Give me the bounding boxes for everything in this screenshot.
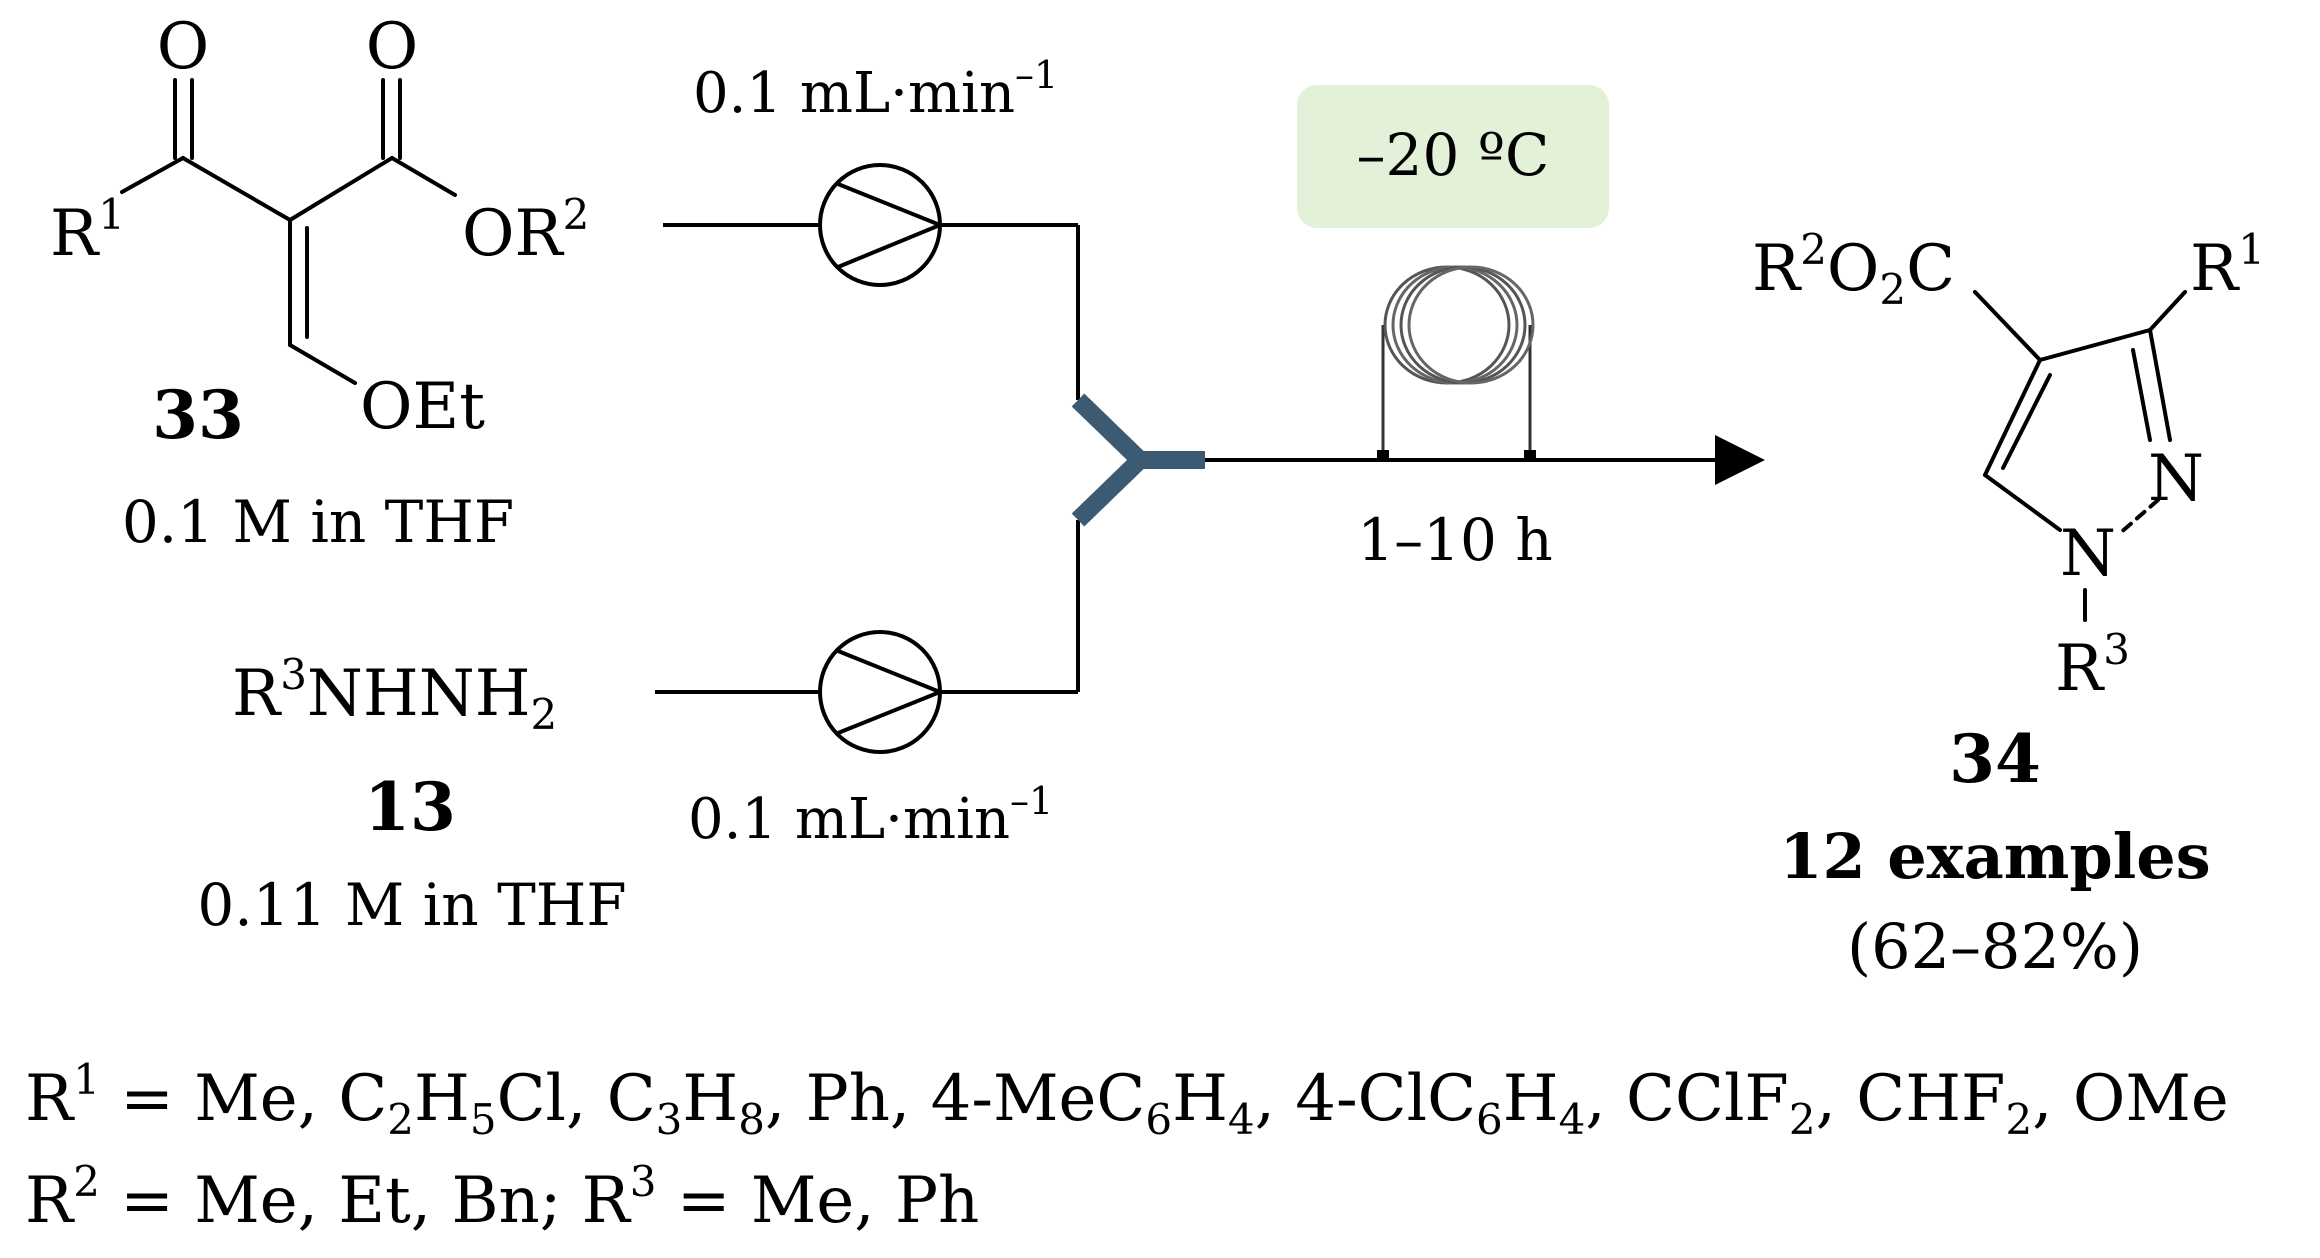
bond-c4-ester bbox=[1973, 290, 2042, 362]
flow-setup: –20 ºC 1–10 h 0.1 mL·min–1 0.1 mL·min–1 bbox=[655, 53, 1765, 852]
compound-label-33: 33 bbox=[152, 376, 244, 454]
atom-n2: N bbox=[2148, 442, 2204, 516]
reaction-arrow-head bbox=[1715, 435, 1765, 485]
bond-c3-n2-1 bbox=[2148, 328, 2172, 442]
bond-c-central bbox=[181, 156, 292, 222]
bond-ester-o bbox=[390, 156, 457, 197]
residence-time: 1–10 h bbox=[1357, 506, 1553, 574]
bond-n2-n1 bbox=[2116, 498, 2160, 537]
pump-bottom bbox=[818, 630, 942, 754]
temperature-box bbox=[1297, 85, 1609, 228]
reagent-33-structure: O O R1 OR2 OEt 33 0.1 M in THF bbox=[50, 10, 589, 556]
bond-c3-n2-2 bbox=[2131, 348, 2152, 442]
temperature-label: –20 ºC bbox=[1357, 121, 1550, 189]
y-mixer bbox=[1071, 393, 1205, 527]
atom-o-left: O bbox=[157, 10, 209, 84]
r1-label: R1 bbox=[50, 190, 125, 271]
r1-definition: R1 = Me, C2H5Cl, C3H8, Ph, 4-MeC6H4, 4-C… bbox=[25, 1055, 2229, 1144]
bond-ch-oet bbox=[288, 343, 357, 385]
atom-o-right: O bbox=[366, 10, 418, 84]
oet-label: OEt bbox=[360, 370, 485, 444]
product-r1: R1 bbox=[2190, 225, 2265, 306]
yield-range: (62–82%) bbox=[1847, 910, 2143, 983]
hydrazine-formula: R3NHNH2 bbox=[232, 650, 557, 739]
coil-reactor bbox=[1377, 265, 1536, 462]
product-34-structure: R2O2C R1 N N R3 34 12 examples (62–82%) bbox=[1752, 225, 2265, 983]
concentration-33: 0.1 M in THF bbox=[122, 488, 514, 556]
r2-r3-definition: R2 = Me, Et, Bn; R3 = Me, Ph bbox=[25, 1157, 979, 1238]
concentration-13: 0.11 M in THF bbox=[197, 871, 626, 939]
compound-label-34: 34 bbox=[1949, 720, 2041, 798]
bond-central-ester bbox=[288, 156, 394, 222]
compound-label-13: 13 bbox=[364, 768, 456, 846]
examples-count: 12 examples bbox=[1779, 820, 2210, 893]
reagent-13: R3NHNH2 13 0.11 M in THF bbox=[197, 650, 626, 939]
bond-c5-c4-2 bbox=[2001, 373, 2052, 470]
bond-n1-c5 bbox=[1983, 473, 2062, 532]
substituent-definitions: R1 = Me, C2H5Cl, C3H8, Ph, 4-MeC6H4, 4-C… bbox=[25, 1055, 2229, 1238]
bond-c3-r1 bbox=[2148, 290, 2187, 332]
atom-n1: N bbox=[2060, 517, 2116, 591]
bond-c5-c4-1 bbox=[1983, 358, 2042, 477]
flow-rate-bottom: 0.1 mL·min–1 bbox=[688, 779, 1053, 852]
or2-label: OR2 bbox=[462, 190, 589, 271]
bond-r1-c bbox=[120, 156, 185, 194]
bond-c4-c3 bbox=[2038, 328, 2152, 362]
product-r3: R3 bbox=[2055, 625, 2130, 706]
ester-group: R2O2C bbox=[1752, 225, 1955, 314]
flow-rate-top: 0.1 mL·min–1 bbox=[693, 53, 1058, 126]
